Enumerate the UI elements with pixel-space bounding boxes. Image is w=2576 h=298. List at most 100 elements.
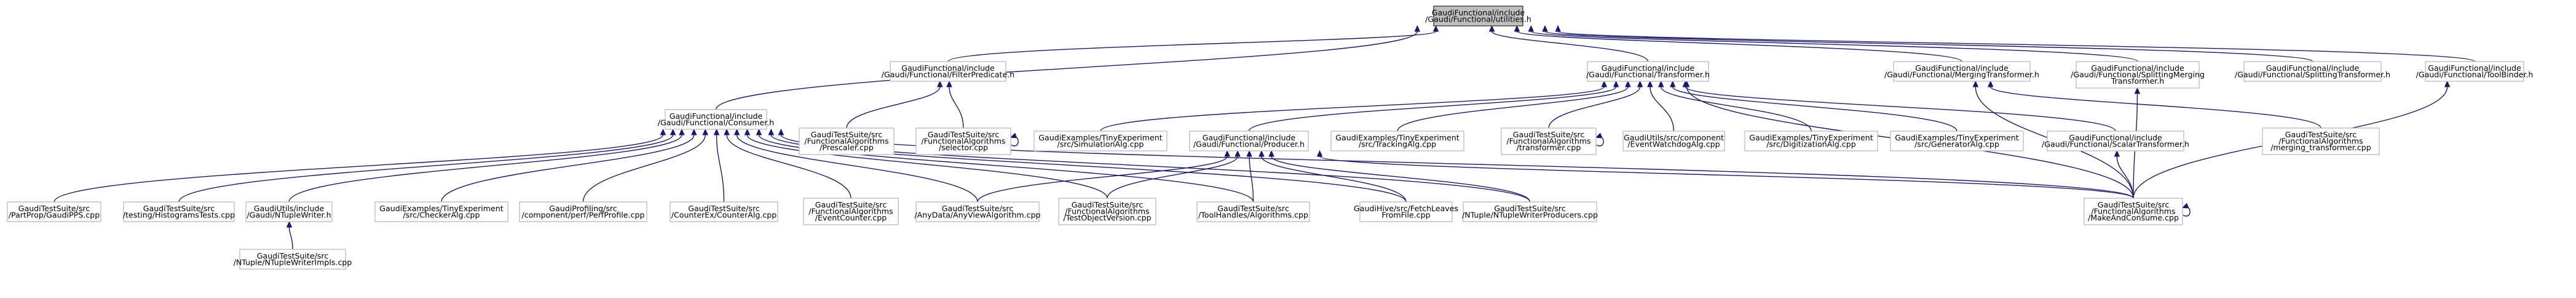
node-box: [1033, 131, 1167, 151]
node-box: [915, 127, 1011, 155]
edge-arrowhead: [1268, 150, 1274, 157]
edge-arrowhead: [1972, 80, 1979, 87]
node-box: [1189, 131, 1309, 151]
edge-line: [736, 134, 978, 203]
node-gaudi-functional-producer-h[interactable]: GaudiFunctional/include/Gaudi/Functional…: [1189, 131, 1309, 151]
node-gaudi-functional-splittingtransformer-h[interactable]: GaudiFunctional/include/Gaudi/Functional…: [2235, 61, 2390, 82]
node-box: [1622, 131, 1725, 151]
node-label-line: Transformer.h: [2111, 76, 2164, 86]
node-component-perf-perfprofile-cpp[interactable]: GaudiProfiling/src/component/perf/PerfPr…: [519, 201, 647, 222]
node-label-line: /Gaudi/Functional/ToolBinder.h: [2416, 70, 2534, 79]
edge-n10-to-n1: [288, 128, 685, 203]
edge-n9-to-n1: [178, 128, 676, 203]
edge-arrowhead: [660, 128, 666, 135]
node-transformer-h[interactable]: GaudiFunctional/include/Gaudi/Functional…: [2071, 61, 2205, 89]
node-box: [2243, 61, 2382, 82]
node-toolhandles-algorithms-cpp[interactable]: GaudiTestSuite/src/ToolHandles/Algorithm…: [1196, 201, 1310, 222]
edge-line: [758, 134, 1254, 203]
edge-line: [829, 134, 2134, 199]
node-label-line: /Gaudi/Functional/SplittingMerging: [2071, 70, 2205, 79]
node-box: [1463, 201, 1597, 222]
node-eventwatchdogalg-cpp[interactable]: GaudiUtils/src/component/EventWatchdogAl…: [1622, 131, 1725, 151]
node-src-trackingalg-cpp[interactable]: GaudiExamples/TinyExperiment/src/Trackin…: [1330, 131, 1464, 151]
node-label-line: /FunctionalAlgorithms: [1506, 137, 1590, 146]
node-box: [1330, 131, 1464, 151]
node-anydata-anyviewalgorithm-cpp[interactable]: GaudiTestSuite/src/AnyData/AnyViewAlgori…: [914, 201, 1041, 222]
node-box: [2047, 131, 2184, 151]
edge-arrowhead: [2114, 150, 2120, 157]
node-testobjectversion-cpp[interactable]: GaudiTestSuite/src/FunctionalAlgorithms/…: [1058, 198, 1156, 225]
node-label-line: GaudiTestSuite/src: [2285, 130, 2357, 139]
node-makeandconsume-cpp[interactable]: GaudiTestSuite/src/FunctionalAlgorithms/…: [2084, 198, 2183, 225]
edge-n17-to-n25: [1246, 150, 1254, 203]
edge-line: [178, 134, 674, 203]
node-box: [2262, 127, 2380, 155]
edge-arrowhead: [1432, 25, 1439, 32]
edge-line: [1248, 86, 1617, 132]
node-label-line: /src/DigitizationAlg.cpp: [1766, 139, 1855, 148]
edge-line: [1650, 86, 1675, 132]
edge-n3-to-n0: [1488, 25, 1649, 62]
node-src-generatoralg-cpp[interactable]: GaudiExamples/TinyExperiment/src/Generat…: [1890, 131, 2024, 151]
node-ntuple-ntuplewriterproducers-cpp[interactable]: GaudiTestSuite/src/NTuple/NTupleWriterPr…: [1462, 201, 1598, 222]
node-gaudi-functional-mergingtransformer-h[interactable]: GaudiFunctional/include/Gaudi/Functional…: [1884, 61, 2039, 82]
node-label-line: GaudiFunctional/include: [1432, 8, 1525, 17]
node-label-line: /src/CheckerAlg.cpp: [403, 210, 480, 219]
edge-arrowhead: [286, 220, 293, 228]
node-ntuple-ntuplewriterimpls-cpp[interactable]: GaudiTestSuite/src/NTuple/NTupleWriterIm…: [234, 249, 352, 270]
node-label-line: /Gaudi/Functional/MergingTransformer.h: [1884, 70, 2039, 79]
node-counterex-counteralg-cpp[interactable]: GaudiTestSuite/src/CounterEx/CounterAlg.…: [670, 201, 778, 222]
node-prescaler-cpp[interactable]: GaudiTestSuite/src/FunctionalAlgorithms/…: [799, 127, 895, 155]
node-gaudi-functional-utilities-h[interactable]: GaudiFunctional/include/Gaudi/Functional…: [1425, 6, 1531, 26]
edge-n6-to-n0: [1542, 25, 2313, 62]
node-eventcounter-cpp[interactable]: GaudiTestSuite/src/FunctionalAlgorithms/…: [803, 198, 899, 225]
edge-n29-to-n3: [1657, 80, 1812, 132]
edge-line: [746, 134, 1108, 199]
node-label-line: GaudiExamples/TinyExperiment: [1335, 133, 1459, 142]
edge-line: [726, 134, 851, 199]
edge-n13-to-n1: [713, 128, 725, 203]
edge-line: [1672, 86, 1958, 132]
node-selector-cpp[interactable]: GaudiTestSuite/src/FunctionalAlgorithms/…: [915, 127, 1011, 155]
node-label-line: GaudiFunctional/include: [2091, 63, 2184, 73]
node-testing-histogramstests-cpp[interactable]: GaudiTestSuite/src/testing/HistogramsTes…: [123, 201, 235, 222]
node-label-line: GaudiTestSuite/src: [1072, 200, 1144, 209]
node-src-checkeralg-cpp[interactable]: GaudiExamples/TinyExperiment/src/Checker…: [374, 201, 508, 222]
node-label-line: /Gaudi/Functional/SplittingTransformer.h: [2235, 70, 2390, 79]
node-box: [1359, 201, 1453, 222]
edge-line: [582, 134, 706, 203]
node-merging-transformer-cpp[interactable]: GaudiTestSuite/src/FunctionalAlgorithms/…: [2262, 127, 2380, 155]
node-gaudi-ntuplewriter-h[interactable]: GaudiUtils/include/Gaudi/NTupleWriter.h: [245, 201, 333, 222]
edge-line: [1271, 156, 1531, 203]
node-gaudi-functional-toolbinder-h[interactable]: GaudiFunctional/include/Gaudi/Functional…: [2416, 61, 2534, 82]
edge-arrowhead: [733, 128, 740, 135]
edge-arrowhead: [937, 80, 943, 87]
edge-n27-to-n27: [1595, 132, 1604, 147]
edge-n18-to-n25: [1258, 150, 1407, 203]
edge-line: [1685, 86, 2116, 132]
node-label-line: /FunctionalAlgorithms: [1065, 207, 1149, 216]
node-gaudi-functional-consumer-h[interactable]: GaudiFunctional/include/Gaudi/Functional…: [658, 109, 775, 130]
edge-n1-to-n0: [715, 25, 1421, 110]
node-label-line: GaudiFunctional/include: [901, 63, 995, 73]
node-transformer-cpp[interactable]: GaudiTestSuite/src/FunctionalAlgorithms/…: [1501, 127, 1597, 155]
edge-n11-to-n1: [441, 128, 697, 203]
node-box: [1587, 61, 1709, 82]
edge-arrowhead: [1625, 80, 1631, 87]
node-partprop-gaudipps-cpp[interactable]: GaudiTestSuite/src/PartProp/GaudiPPS.cpp: [7, 201, 101, 222]
nodes-layer: GaudiFunctional/include/Gaudi/Functional…: [7, 6, 2534, 270]
node-src-simulationalg-cpp[interactable]: GaudiExamples/TinyExperiment/src/Simulat…: [1033, 131, 1167, 151]
edge-line: [715, 31, 1418, 110]
edge-arrowhead: [946, 80, 952, 87]
node-gaudi-functional-filterpredicate-h[interactable]: GaudiFunctional/include/Gaudi/Functional…: [882, 61, 1014, 82]
node-label-line: /CounterEx/CounterAlg.cpp: [671, 210, 777, 219]
edge-arrowhead: [670, 128, 676, 135]
node-src-digitizationalg-cpp[interactable]: GaudiExamples/TinyExperiment/src/Digitiz…: [1744, 131, 1878, 151]
edge-arrowhead: [1235, 150, 1241, 157]
node-gaudi-functional-scalartransformer-h[interactable]: GaudiFunctional/include/Gaudi/Functional…: [2042, 131, 2189, 151]
node-gaudi-functional-transformer-h[interactable]: GaudiFunctional/include/Gaudi/Functional…: [1586, 61, 1710, 82]
edge-arrowhead: [1542, 25, 1548, 32]
edge-n8-to-n1: [53, 128, 666, 203]
node-label-line: /src/TrackingAlg.cpp: [1359, 139, 1436, 148]
